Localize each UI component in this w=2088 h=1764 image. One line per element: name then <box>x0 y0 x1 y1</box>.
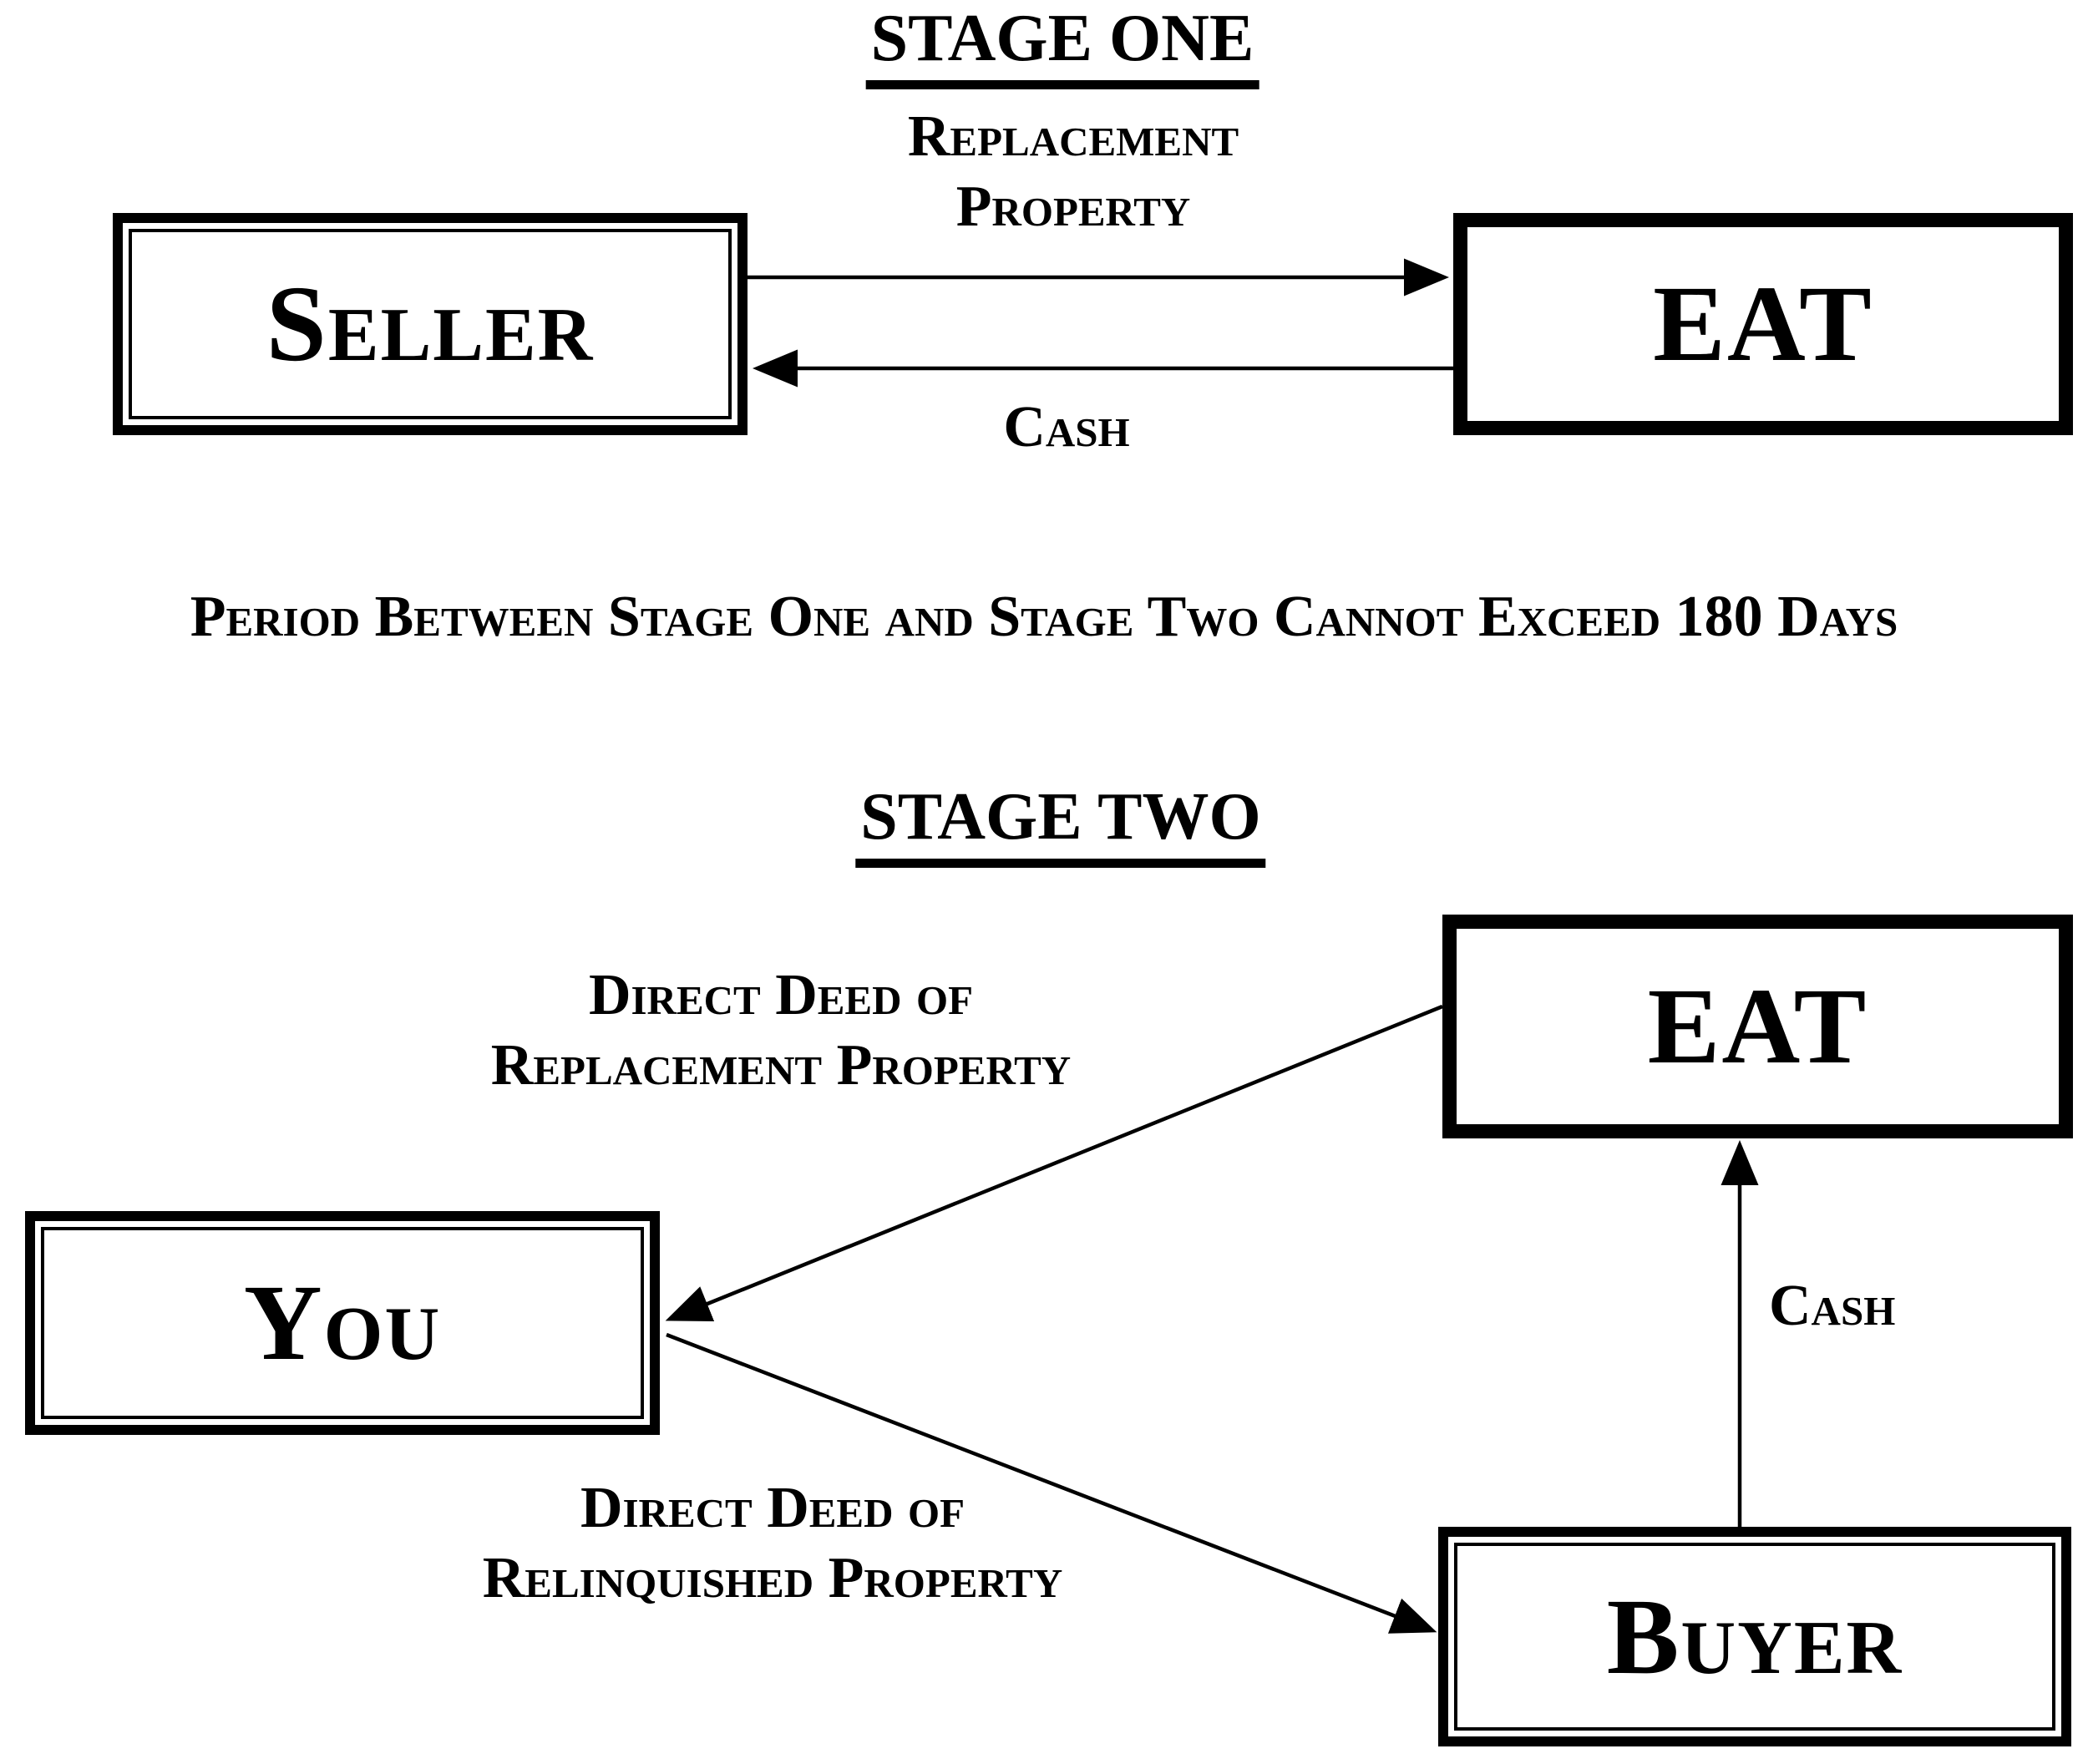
arrow-direct-deed-relinquished <box>666 1332 1437 1634</box>
stage-one-title: STAGE ONE <box>865 5 1259 89</box>
cash-stage-two-label: Cash <box>1769 1274 1896 1338</box>
eat-stage-two-box: EAT <box>1442 915 2073 1138</box>
you-box: You <box>25 1211 660 1435</box>
eat-stage-two-label: EAT <box>1647 966 1868 1087</box>
stage-two-title-text: STAGE TWO <box>855 783 1266 868</box>
buyer-box: Buyer <box>1438 1527 2071 1746</box>
stage-two-title: STAGE TWO <box>855 783 1266 868</box>
stage-one-title-text: STAGE ONE <box>865 5 1259 89</box>
you-label: You <box>243 1263 442 1383</box>
direct-deed-relinquished-label: Direct Deed of Relinquished Property <box>482 1476 1063 1610</box>
eat-stage-one-box: EAT <box>1453 213 2073 435</box>
interstage-note: Period Between Stage One and Stage Two C… <box>190 585 1898 649</box>
replacement-property-label: Replacement Property <box>907 104 1239 239</box>
cash-stage-one-label: Cash <box>1003 395 1130 459</box>
seller-box: Seller <box>113 213 748 435</box>
direct-deed-replacement-label: Direct Deed of Replacement Property <box>490 963 1072 1097</box>
buyer-label: Buyer <box>1606 1576 1903 1697</box>
eat-stage-one-label: EAT <box>1653 264 1873 384</box>
arrow-direct-deed-replacement <box>665 1004 1443 1321</box>
seller-label: Seller <box>266 264 595 384</box>
